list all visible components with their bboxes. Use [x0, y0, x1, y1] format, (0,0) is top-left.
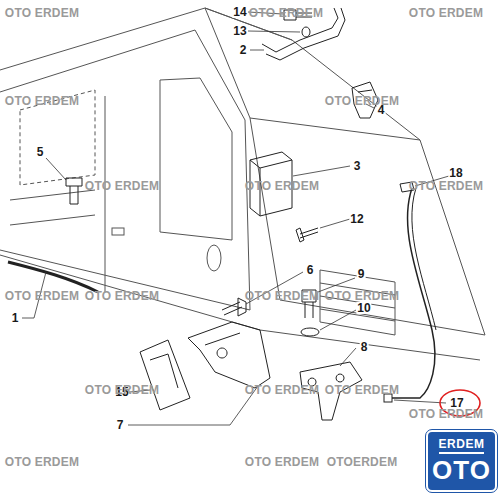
side-mirror	[207, 245, 221, 271]
watermark: OTO ERDEM	[409, 180, 483, 192]
logo-badge: ERDEM OTO	[426, 430, 497, 492]
callout-number: 18	[448, 167, 463, 179]
watermark: OTO ERDEM	[325, 290, 399, 302]
van-hood	[250, 118, 485, 335]
leader-line	[320, 219, 350, 228]
watermark: OTO ERDEM	[5, 95, 79, 107]
watermark: OTOERDEM	[327, 456, 398, 468]
watermark: OTO ERDEM	[5, 7, 79, 19]
watermark: OTO ERDEM	[409, 408, 483, 420]
watermark: OTO ERDEM	[85, 290, 159, 302]
leader-line	[250, 50, 264, 51]
watermark: OTO ERDEM	[245, 180, 319, 192]
watermark: OTO ERDEM	[85, 384, 159, 396]
callout-number: 1	[11, 312, 20, 324]
washer	[302, 27, 310, 37]
van-roof	[0, 8, 292, 70]
callout-number: 12	[349, 213, 364, 225]
watermark: OTO ERDEM	[245, 290, 319, 302]
latch-plate	[140, 340, 190, 410]
callout-number: 14	[232, 6, 247, 18]
callout-number: 6	[306, 264, 315, 276]
hinge-bracket	[188, 322, 270, 388]
screw	[66, 178, 82, 204]
callout-number: 7	[116, 419, 125, 431]
release-cable	[412, 188, 436, 330]
bolt	[296, 228, 318, 242]
callout-number: 9	[357, 268, 366, 280]
watermark: OTO ERDEM	[245, 456, 319, 468]
watermark: OTO ERDEM	[325, 95, 399, 107]
van-side	[0, 30, 250, 310]
bolt	[222, 298, 246, 316]
logo-wordmark: ERDEM	[439, 438, 485, 455]
logo-monogram: OTO	[432, 457, 491, 484]
door-handle	[112, 228, 124, 235]
callout-number: 3	[353, 160, 362, 172]
watermark: OTO ERDEM	[325, 384, 399, 396]
washer	[301, 328, 319, 336]
leader-line	[340, 348, 356, 366]
watermark: OTO ERDEM	[5, 290, 79, 302]
leader-line	[320, 310, 356, 330]
callout-number: 8	[360, 341, 369, 353]
watermark: OTO ERDEM	[245, 384, 319, 396]
callout-number: 10	[356, 302, 371, 314]
callout-number: 5	[36, 146, 45, 158]
callout-number: 13	[232, 25, 247, 37]
leader-line	[293, 166, 350, 176]
seal-strip	[8, 262, 98, 292]
watermark: OTO ERDEM	[249, 7, 323, 19]
watermark: OTO ERDEM	[5, 456, 79, 468]
watermark: OTO ERDEM	[409, 7, 483, 19]
leader-line	[248, 31, 300, 32]
leader-line	[394, 400, 446, 403]
van-windshield	[205, 8, 420, 140]
watermark: OTO ERDEM	[85, 180, 159, 192]
callout-number: 2	[239, 44, 248, 56]
leader-line	[46, 158, 66, 180]
